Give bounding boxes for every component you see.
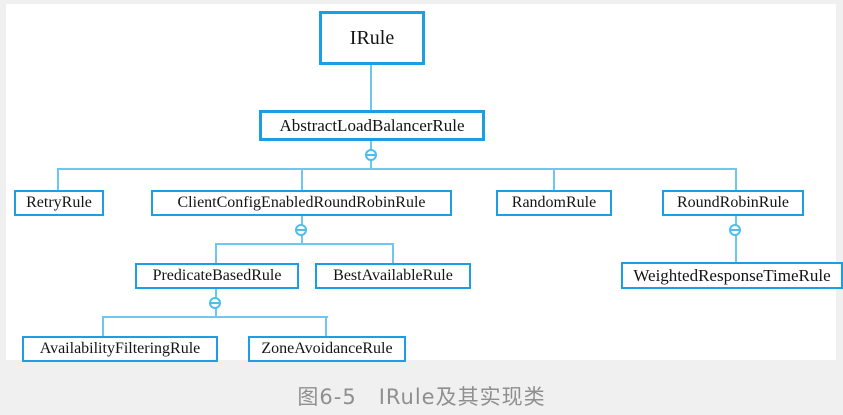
class-box-roundrobinrule: RoundRobinRule: [662, 190, 804, 216]
class-box-zoneavoidancerule: ZoneAvoidanceRule: [248, 336, 406, 362]
figure-caption: 图6-5 IRule及其实现类: [297, 385, 546, 409]
collapse-minus-icon-predicatebased: [209, 297, 221, 309]
collapse-minus-icon-roundrobin: [729, 224, 741, 236]
class-box-irule: IRule: [319, 11, 425, 65]
branch-bar-clientconfig-children: [215, 243, 394, 245]
collapse-minus-icon-clientconfig: [295, 224, 307, 236]
edge-drop-retryrule: [57, 170, 59, 190]
class-box-clientconfigenabledroundrobinrule: ClientConfigEnabledRoundRobinRule: [151, 190, 452, 216]
class-box-retryrule: RetryRule: [14, 190, 104, 216]
collapse-minus-icon-albr: [365, 149, 377, 161]
edge-drop-zoneavoidance: [325, 318, 327, 336]
branch-bar-albr-children: [57, 168, 737, 170]
edge-drop-availabilityfiltering: [102, 318, 104, 336]
class-box-availabilityfilteringrule: AvailabilityFilteringRule: [22, 336, 218, 362]
class-box-predicatebasedrule: PredicateBasedRule: [135, 263, 299, 289]
branch-bar-predicatebased-children: [102, 316, 328, 318]
class-box-abstractloadbalancerrule: AbstractLoadBalancerRule: [259, 110, 485, 141]
edge-drop-randomrule: [553, 170, 555, 190]
diagram-panel: IRule AbstractLoadBalancerRule RetryRule…: [6, 4, 843, 362]
edge-drop-clientconfig: [301, 170, 303, 190]
edge-roundrobin-to-weighted: [735, 215, 737, 263]
class-box-weightedresponsetimerule: WeightedResponseTimeRule: [621, 262, 843, 289]
class-box-randomrule: RandomRule: [496, 190, 612, 216]
edge-irule-to-albr: [370, 64, 372, 110]
edge-drop-predicatebased: [215, 245, 217, 263]
edge-drop-bestavailable: [392, 245, 394, 263]
class-box-bestavailablerule: BestAvailableRule: [315, 263, 471, 289]
edge-drop-roundrobinrule: [735, 170, 737, 190]
